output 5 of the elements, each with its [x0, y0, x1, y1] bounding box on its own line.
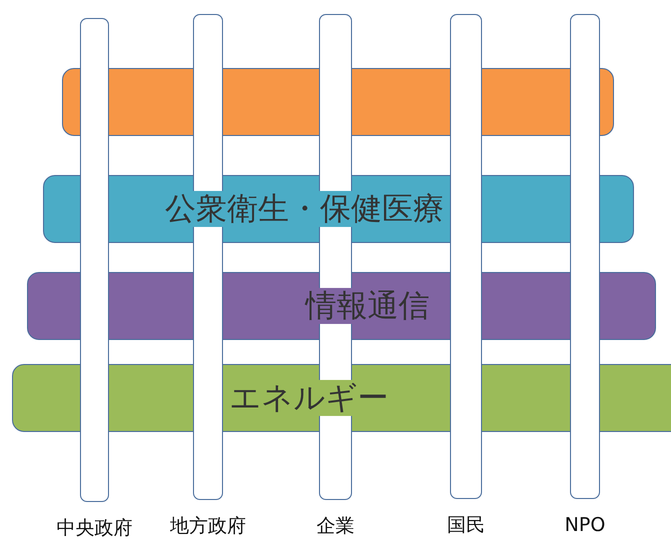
column-label: 地方政府 — [170, 516, 246, 537]
column-label: 企業 — [316, 516, 354, 537]
column-label: NPO — [564, 515, 606, 536]
column-label: 中央政府 — [56, 518, 132, 539]
column-label: 国民 — [447, 515, 485, 536]
